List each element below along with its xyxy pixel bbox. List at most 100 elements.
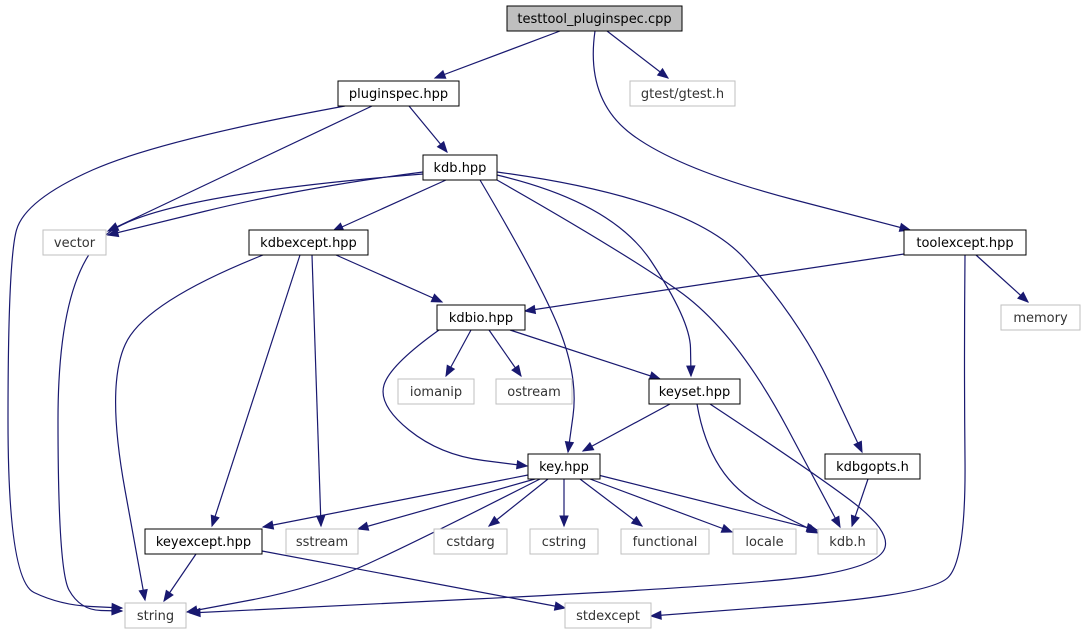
edge-kdb_hpp-to-key — [479, 179, 575, 454]
edge-key-to-cstring — [559, 479, 569, 528]
node-kdbio[interactable]: kdbio.hpp — [436, 304, 526, 331]
node-label: locale — [745, 535, 783, 550]
node-toolexcept[interactable]: toolexcept.hpp — [903, 229, 1027, 256]
node-box — [397, 378, 475, 405]
arrowhead — [805, 522, 819, 533]
node-pluginspec[interactable]: pluginspec.hpp — [337, 80, 460, 107]
node-testtool_pluginspec[interactable]: testtool_pluginspec.cpp — [506, 5, 683, 32]
node-label: keyexcept.hpp — [156, 535, 251, 550]
edge-kdbgopts-to-kdb_h — [850, 478, 869, 528]
edge-keyset-to-string — [188, 403, 887, 618]
arrowhead — [138, 588, 148, 602]
node-label: kdb.h — [829, 535, 865, 550]
edges-layer — [7, 30, 1029, 620]
node-box — [144, 528, 263, 555]
edge-kdb_hpp-to-keyset — [496, 174, 696, 378]
edge-kdbexcept-to-string — [114, 254, 264, 602]
arrowhead — [433, 69, 447, 79]
node-keyset[interactable]: keyset.hpp — [648, 378, 741, 405]
node-gtest[interactable]: gtest/gtest.h — [629, 80, 736, 107]
arrowhead — [430, 293, 444, 303]
node-memory[interactable]: memory — [1000, 304, 1081, 331]
node-box — [124, 602, 187, 629]
node-label: sstream — [296, 535, 348, 550]
arrowhead — [649, 610, 662, 620]
edge-line — [357, 478, 536, 530]
edge-keyset-to-key — [581, 403, 671, 452]
arrowhead — [356, 521, 370, 531]
edge-testtool_pluginspec-to-gtest — [606, 30, 670, 79]
arrowhead — [106, 227, 120, 238]
edge-line — [488, 478, 549, 527]
edge-line — [650, 254, 966, 617]
node-keyexcept[interactable]: keyexcept.hpp — [144, 528, 263, 555]
edge-line — [496, 179, 841, 528]
edge-kdb_hpp-to-kdbexcept — [331, 179, 447, 232]
node-box — [248, 229, 369, 256]
node-box — [824, 453, 921, 480]
edge-testtool_pluginspec-to-pluginspec — [433, 30, 561, 79]
edge-kdb_hpp-to-string — [57, 173, 424, 616]
edge-toolexcept-to-memory — [975, 254, 1029, 303]
arrowhead — [850, 514, 860, 528]
edge-kdbio-to-ostream — [488, 329, 522, 378]
node-ostream[interactable]: ostream — [495, 378, 573, 405]
edge-line — [107, 171, 424, 236]
node-label: ostream — [507, 385, 561, 400]
arrowhead — [830, 515, 841, 529]
edge-line — [479, 179, 575, 453]
edge-keyexcept-to-string — [163, 553, 197, 603]
node-box — [732, 528, 797, 555]
node-functional[interactable]: functional — [620, 528, 710, 555]
edge-line — [509, 329, 661, 380]
node-box — [620, 528, 710, 555]
edge-key-to-keyexcept — [261, 474, 529, 530]
node-kdbgopts[interactable]: kdbgopts.h — [824, 453, 921, 480]
arrowhead — [1017, 291, 1029, 303]
arrowhead — [487, 515, 501, 527]
node-vector[interactable]: vector — [42, 229, 107, 256]
node-cstring[interactable]: cstring — [529, 528, 599, 555]
node-box — [903, 229, 1027, 256]
node-label: kdbexcept.hpp — [260, 236, 357, 251]
node-sstream[interactable]: sstream — [285, 528, 359, 555]
node-string[interactable]: string — [124, 602, 187, 629]
edge-key-to-functional — [579, 478, 644, 527]
edge-kdb_hpp-to-vector — [106, 171, 424, 238]
node-kdb_hpp[interactable]: kdb.hpp — [422, 154, 498, 181]
node-label: cstring — [542, 535, 586, 550]
edge-kdb_hpp-to-kdb_h — [496, 179, 841, 529]
arrowhead — [686, 365, 696, 378]
node-cstdarg[interactable]: cstdarg — [433, 528, 508, 555]
node-stdexcept[interactable]: stdexcept — [564, 602, 652, 629]
arrowhead — [210, 514, 220, 528]
node-label: functional — [633, 535, 698, 550]
arrowhead — [111, 606, 124, 616]
node-box — [436, 304, 526, 331]
edge-line — [696, 403, 819, 534]
edge-toolexcept-to-kdbio — [523, 253, 905, 315]
edge-line — [975, 254, 1029, 303]
node-kdb_h[interactable]: kdb.h — [817, 528, 878, 555]
node-label: pluginspec.hpp — [349, 87, 448, 102]
edge-line — [262, 474, 529, 528]
edge-line — [434, 30, 561, 79]
edge-line — [589, 478, 733, 533]
edge-line — [107, 105, 373, 232]
edge-line — [496, 174, 692, 377]
edge-line — [332, 179, 447, 232]
node-locale[interactable]: locale — [732, 528, 797, 555]
arrowhead — [163, 589, 174, 603]
edge-line — [311, 254, 322, 527]
edge-kdbio-to-key — [382, 329, 529, 470]
node-box — [648, 378, 741, 405]
node-key[interactable]: key.hpp — [527, 453, 601, 480]
node-kdbexcept[interactable]: kdbexcept.hpp — [248, 229, 369, 256]
edge-key-to-sstream — [356, 478, 536, 531]
node-iomanip[interactable]: iomanip — [397, 378, 475, 405]
node-label: kdbgopts.h — [836, 460, 909, 475]
node-label: vector — [54, 236, 96, 251]
node-box — [1000, 304, 1081, 331]
arrowhead — [581, 441, 595, 452]
node-box — [527, 453, 601, 480]
